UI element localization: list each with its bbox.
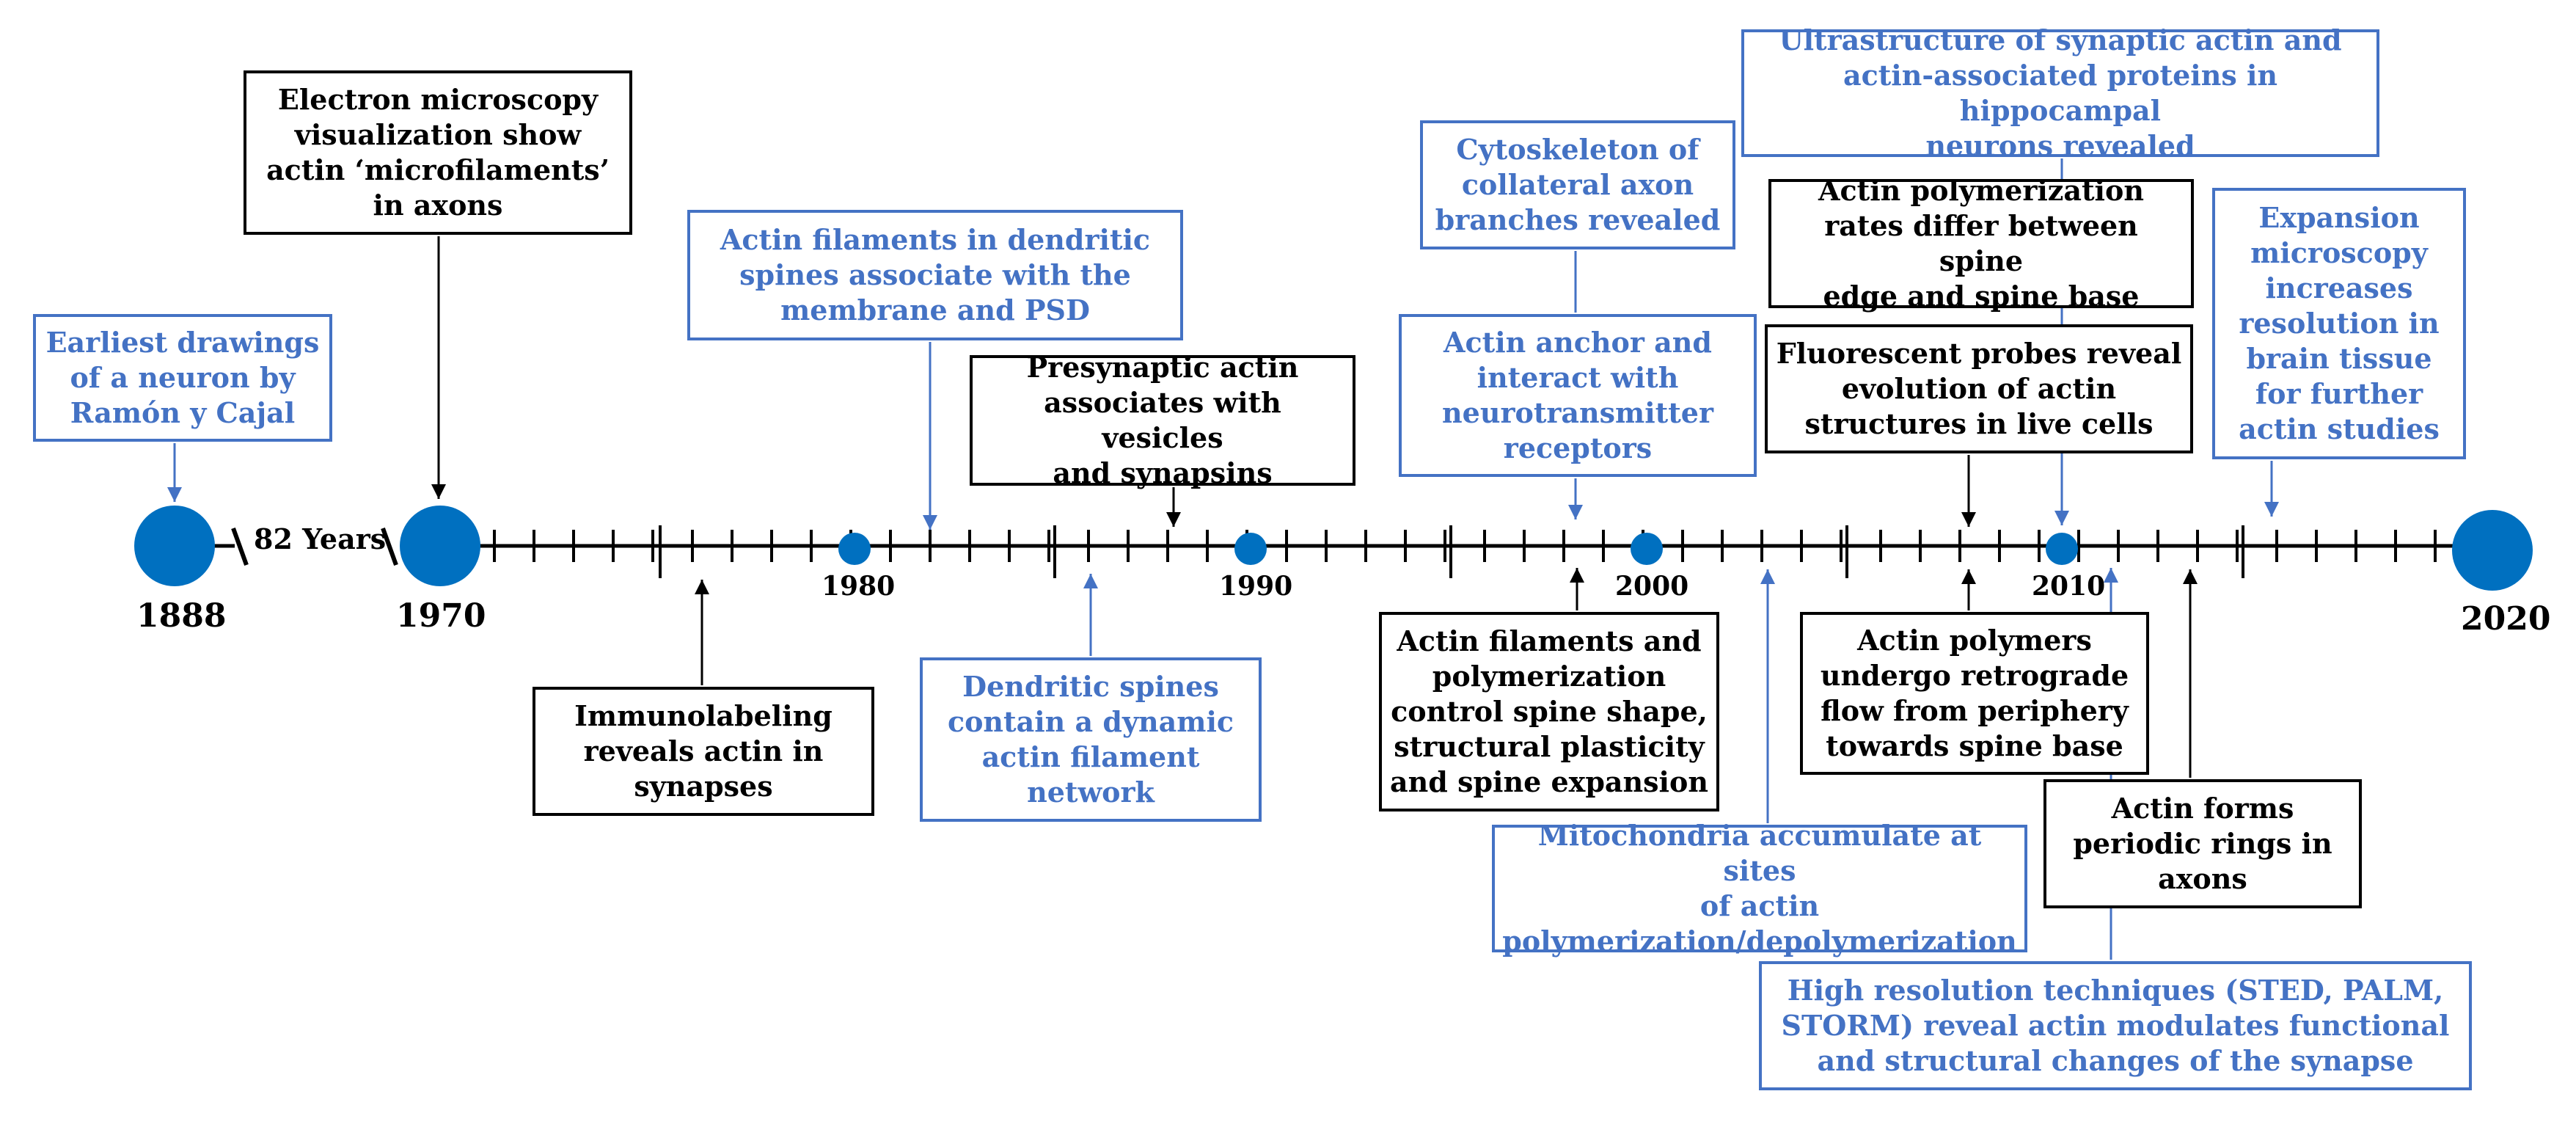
marker-2000 [1631,533,1663,565]
arrow-dynamic-network-head [1083,574,1098,588]
event-text: Expansion microscopy increases resolutio… [2239,201,2440,445]
event-box-mitochondria: Mitochondria accumulate at sites of acti… [1492,819,2027,958]
arrow-fluorescent-probes-head [1961,512,1976,527]
event-text: High resolution techniques (STED, PALM, … [1781,974,2450,1077]
event-text: Actin forms periodic rings in axons [2073,792,2332,895]
event-box-ultrastructure: Ultrastructure of synaptic actin and act… [1741,23,2379,162]
event-text: Ultrastructure of synaptic actin and act… [1779,23,2342,162]
arrow-periodic-rings-head [2183,569,2198,584]
event-text: Electron microscopy visualization show a… [266,83,610,222]
event-text: Earliest drawings of a neuron by Ramón y… [45,326,320,429]
arrow-electron-microscopy-head [431,484,446,499]
year-label-1970: 1970 [396,597,486,635]
arrow-spine-shape-head [1570,568,1584,583]
event-box-ramon-y-cajal: Earliest drawings of a neuron by Ramón y… [33,314,332,442]
event-box-high-resolution: High resolution techniques (STED, PALM, … [1759,961,2472,1090]
marker-1970 [400,506,480,586]
marker-2010 [2046,533,2078,565]
year-label-1990: 1990 [1219,571,1293,602]
event-box-polymerization-rates: Actin polymerization rates differ betwee… [1768,174,2194,313]
event-box-presynaptic: Presynaptic actin associates with vesicl… [970,351,1355,489]
arrow-immunolabeling-head [695,580,709,594]
event-box-fluorescent-probes: Fluorescent probes reveal evolution of a… [1765,324,2193,453]
arrow-ultrastructure-head [2054,511,2069,525]
event-box-dynamic-network: Dendritic spines contain a dynamic actin… [920,657,1262,822]
event-text: Immunolabeling reveals actin in synapses [574,699,833,803]
event-box-spine-shape: Actin filaments and polymerization contr… [1379,612,1719,811]
event-text: Actin anchor and interact with neurotran… [1442,326,1713,464]
event-text: Fluorescent probes reveal evolution of a… [1776,337,2182,440]
marker-1990 [1234,533,1267,565]
marker-2020 [2452,510,2533,591]
event-text: Actin polymerization rates differ betwee… [1818,174,2144,313]
event-box-electron-microscopy: Electron microscopy visualization show a… [244,70,632,235]
event-text: Actin filaments in dendritic spines asso… [720,223,1151,327]
event-box-expansion-microscopy: Expansion microscopy increases resolutio… [2212,188,2466,459]
event-text: Mitochondria accumulate at sites of acti… [1502,819,2017,958]
marker-1888 [134,506,215,586]
event-box-dendritic-spines-membrane: Actin filaments in dendritic spines asso… [687,210,1183,340]
arrow-presynaptic-head [1166,512,1181,527]
year-ticks [453,525,2437,578]
arrow-high-resolution-head [2104,568,2118,583]
year-label-2000: 2000 [1615,571,1689,602]
marker-1980 [838,533,871,565]
arrow-anchor-receptors-head [1568,505,1583,519]
axis-break-mark [381,527,398,566]
arrow-expansion-microscopy-head [2264,502,2279,517]
event-text: Actin polymers undergo retrograde flow f… [1820,624,2129,762]
gap-label: 82 Years [254,522,387,555]
event-text: Cytoskeleton of collateral axon branches… [1435,133,1721,236]
year-label-1980: 1980 [822,571,896,602]
event-box-periodic-rings: Actin forms periodic rings in axons [2043,779,2362,908]
year-label-2020: 2020 [2461,600,2551,638]
event-box-retrograde-flow: Actin polymers undergo retrograde flow f… [1800,612,2149,775]
event-text: Presynaptic actin associates with vesicl… [1026,351,1299,489]
arrow-retrograde-flow-head [1961,569,1976,584]
event-box-collateral-axon: Cytoskeleton of collateral axon branches… [1420,120,1735,249]
axis-break-mark [231,527,249,566]
arrow-dendritic-spines-membrane-head [923,515,937,530]
year-label-1888: 1888 [136,597,227,635]
arrow-ramon-y-cajal-head [167,487,182,502]
year-label-2010: 2010 [2032,571,2106,602]
event-box-immunolabeling: Immunolabeling reveals actin in synapses [533,687,874,816]
arrow-mitochondria-head [1760,569,1775,584]
event-text: Actin filaments and polymerization contr… [1390,624,1708,798]
event-text: Dendritic spines contain a dynamic actin… [947,670,1234,809]
event-box-anchor-receptors: Actin anchor and interact with neurotran… [1399,314,1757,477]
